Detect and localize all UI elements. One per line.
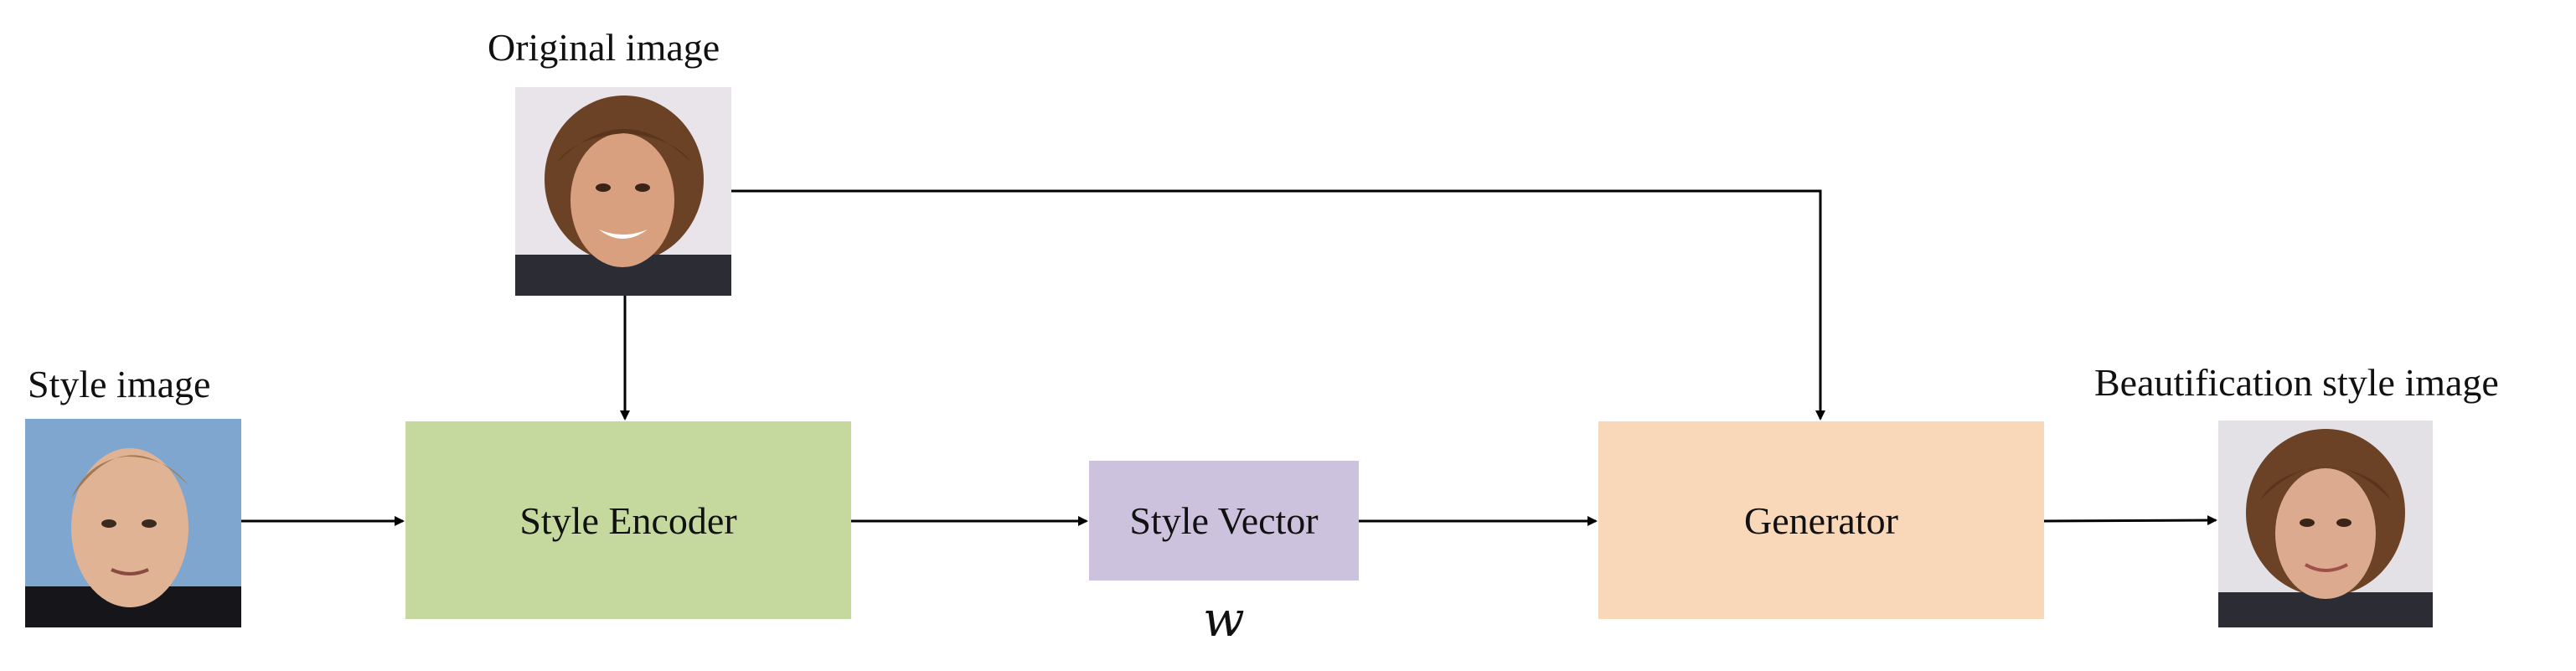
original-image: [515, 87, 731, 296]
style-encoder-label: Style Encoder: [519, 498, 737, 542]
arrow-original-to-generator: [731, 189, 1825, 421]
generator-block: Generator: [1598, 421, 2044, 619]
beautified-image: [2218, 421, 2433, 627]
generator-label: Generator: [1744, 498, 1898, 542]
original-image-label: Original image: [488, 26, 720, 69]
style-vector-block: Style Vector: [1089, 461, 1359, 581]
beautified-image-label: Beautification style image: [2094, 361, 2499, 404]
style-image-label: Style image: [28, 363, 211, 405]
arrow-generator-to-output: [2043, 515, 2217, 526]
style-encoder-block: Style Encoder: [405, 421, 851, 619]
latent-symbol: w: [1203, 591, 1245, 648]
style-image: [25, 419, 241, 627]
style-vector-label: Style Vector: [1129, 499, 1319, 542]
